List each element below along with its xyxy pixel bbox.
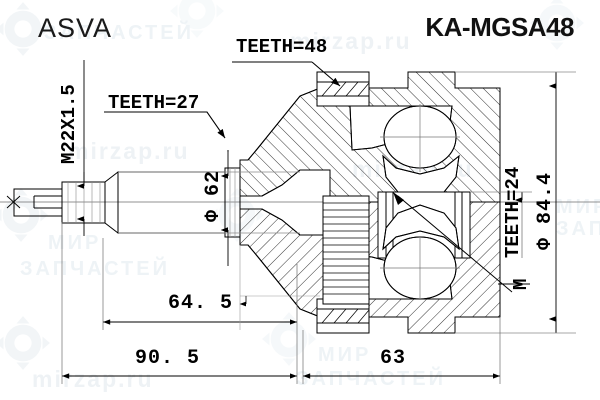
part-number: KA-MGSA48 <box>425 12 574 42</box>
brand-logo: ASVA <box>38 13 113 43</box>
marker-m-label: M <box>510 278 532 290</box>
diameter-62-label: Φ 62 <box>202 169 225 222</box>
teeth-48-label: TEETH=48 <box>236 36 328 58</box>
teeth-27-label: TEETH=27 <box>108 92 200 114</box>
teeth-24-label: TEETH=24 <box>502 166 524 258</box>
dimension-63: 63 <box>380 347 407 370</box>
thread-m22-label: M22X1.5 <box>58 84 80 164</box>
dimension-90-5: 90. 5 <box>135 347 201 370</box>
dimension-64-5: 64. 5 <box>168 292 234 315</box>
diameter-84-label: Φ 84.4 <box>534 171 557 250</box>
